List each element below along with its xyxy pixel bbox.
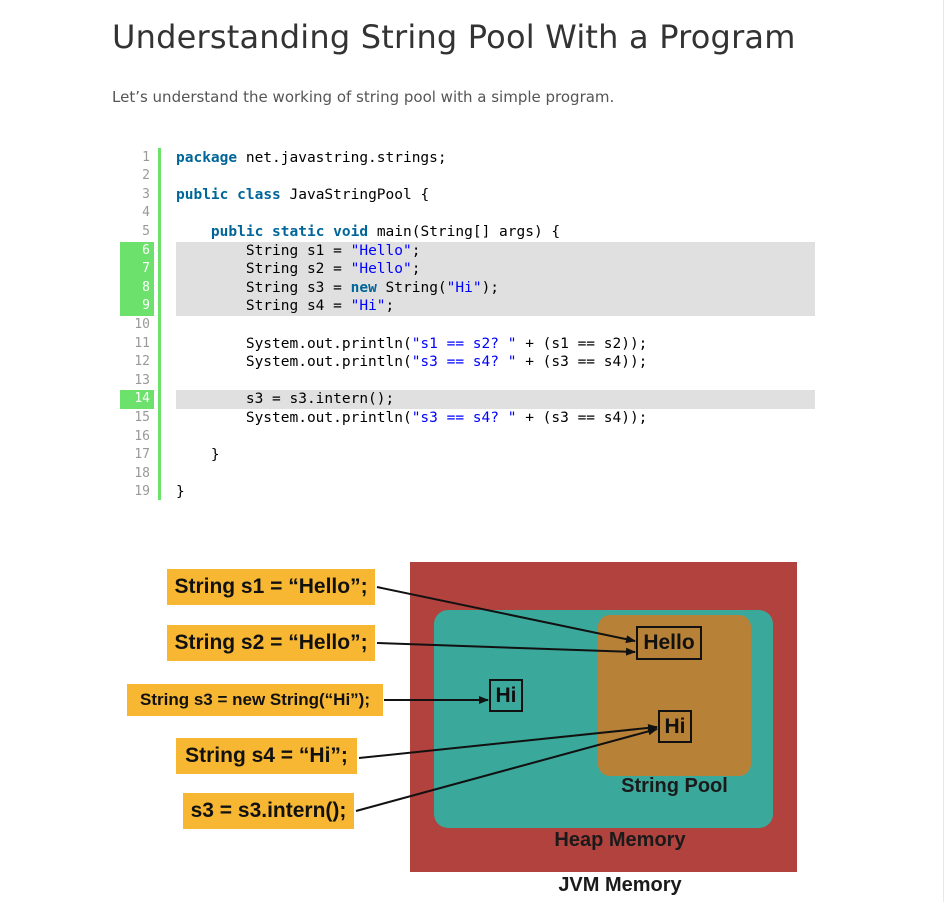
code-text: String s4 = <box>176 298 351 315</box>
code-line: package net.javastring.strings; <box>176 149 447 168</box>
statement-s4: String s4 = “Hi”; <box>176 738 357 774</box>
line-number: 6 <box>120 241 154 261</box>
line-number: 13 <box>134 372 150 388</box>
line-number: 8 <box>120 278 154 298</box>
line-number: 3 <box>142 186 150 202</box>
code-string: "s1 == s2? " <box>411 335 517 352</box>
statement-s1: String s1 = “Hello”; <box>167 569 375 605</box>
line-number: 1 <box>142 149 150 165</box>
hello-pool-object: Hello <box>636 626 702 660</box>
code-text: String s3 = <box>176 279 351 296</box>
code-line: String s1 = "Hello"; <box>176 242 421 261</box>
code-string: "Hello" <box>350 242 412 259</box>
heap-memory-label: Heap Memory <box>554 829 686 851</box>
string-pool-diagram: Hello Hi Hi String Pool Heap Memory JVM … <box>0 556 946 902</box>
code-keyword: public <box>210 223 264 240</box>
code-line: } <box>176 446 220 465</box>
code-line: s3 = s3.intern(); <box>176 390 394 409</box>
code-text: main(String[] args) { <box>368 223 561 240</box>
code-text: ; <box>385 298 395 315</box>
code-text: String( <box>376 279 447 296</box>
line-number: 10 <box>134 316 150 332</box>
hi-pool-object: Hi <box>658 710 692 743</box>
code-gutter <box>120 148 161 500</box>
code-text: } <box>176 447 220 464</box>
code-text: } <box>176 484 185 501</box>
code-text <box>176 224 211 240</box>
code-block: 1 package net.javastring.strings; 2 3 public… <box>120 148 820 500</box>
code-line: System.out.println("s3 == s4? " + (s3 ==… <box>176 409 648 428</box>
statement-intern: s3 = s3.intern(); <box>183 793 354 829</box>
highlighted-line-bar <box>176 241 815 316</box>
code-line: public static void main(String[] args) { <box>176 223 560 242</box>
statement-s3: String s3 = new String(“Hi”); <box>127 684 383 716</box>
code-text <box>324 224 333 240</box>
line-number: 11 <box>134 335 150 351</box>
arrow-s4-to-hi-pool <box>358 723 658 759</box>
article-intro: Let’s understand the working of string p… <box>112 88 615 106</box>
line-number: 19 <box>134 484 150 500</box>
code-text: + (s3 == s4)); <box>516 409 648 426</box>
reference-arrows <box>355 586 658 812</box>
statement-s2: String s2 = “Hello”; <box>167 625 375 661</box>
code-text: + (s3 == s4)); <box>516 354 648 371</box>
string-pool-region <box>598 615 751 776</box>
code-line: public class JavaStringPool { <box>176 186 429 205</box>
string-pool-label: String Pool <box>621 775 728 797</box>
code-keyword: void <box>333 223 369 240</box>
code-line: String s3 = new String("Hi"); <box>176 279 499 298</box>
code-text: String s1 = <box>176 242 351 259</box>
line-number: 7 <box>120 260 154 279</box>
code-keyword: class <box>237 186 281 203</box>
line-number: 5 <box>142 223 150 239</box>
code-keyword: package <box>176 149 238 166</box>
code-keyword: new <box>350 279 377 296</box>
code-text: System.out.println( <box>176 354 412 371</box>
code-keyword: static <box>272 223 325 240</box>
line-number: 17 <box>134 447 150 463</box>
line-number: 12 <box>134 354 150 370</box>
line-number: 16 <box>134 428 150 444</box>
line-number: 2 <box>142 168 150 184</box>
code-text: ; <box>411 261 421 278</box>
code-text: ; <box>411 242 421 259</box>
code-line: System.out.println("s1 == s2? " + (s1 ==… <box>176 335 648 354</box>
code-line: System.out.println("s3 == s4? " + (s3 ==… <box>176 353 648 372</box>
code-text: s3 = s3.intern(); <box>176 391 395 408</box>
line-number: 14 <box>120 390 154 409</box>
code-line: String s2 = "Hello"; <box>176 260 421 279</box>
line-number: 9 <box>120 297 154 316</box>
article-title: Understanding String Pool With a Program <box>112 18 796 56</box>
code-text: System.out.println( <box>176 335 412 352</box>
line-number: 18 <box>134 465 150 481</box>
code-line: String s4 = "Hi"; <box>176 297 394 316</box>
code-text: + (s1 == s2)); <box>516 335 648 352</box>
line-number: 15 <box>134 409 150 425</box>
arrow-intern-to-hi-pool <box>355 727 658 812</box>
arrow-s2-to-hello <box>376 642 636 656</box>
code-text: ); <box>481 279 500 296</box>
code-text: System.out.println( <box>176 409 412 426</box>
code-string: "s3 == s4? " <box>411 409 517 426</box>
code-text: net.javastring.strings; <box>237 149 447 166</box>
code-text: String s2 = <box>176 261 351 278</box>
code-string: "s3 == s4? " <box>411 354 517 371</box>
page-right-border <box>943 0 944 902</box>
highlighted-line-bar <box>176 390 815 409</box>
code-line: } <box>176 483 185 502</box>
jvm-memory-label: JVM Memory <box>558 874 682 896</box>
code-text: JavaStringPool { <box>280 186 430 203</box>
code-text <box>263 224 272 240</box>
code-string: "Hi" <box>350 298 386 315</box>
code-string: "Hi" <box>446 279 482 296</box>
hi-heap-object: Hi <box>489 679 523 712</box>
code-string: "Hello" <box>350 261 412 278</box>
code-text <box>228 187 237 203</box>
arrow-s1-to-hello <box>376 586 636 644</box>
code-keyword: public <box>176 186 229 203</box>
line-number: 4 <box>142 205 150 221</box>
